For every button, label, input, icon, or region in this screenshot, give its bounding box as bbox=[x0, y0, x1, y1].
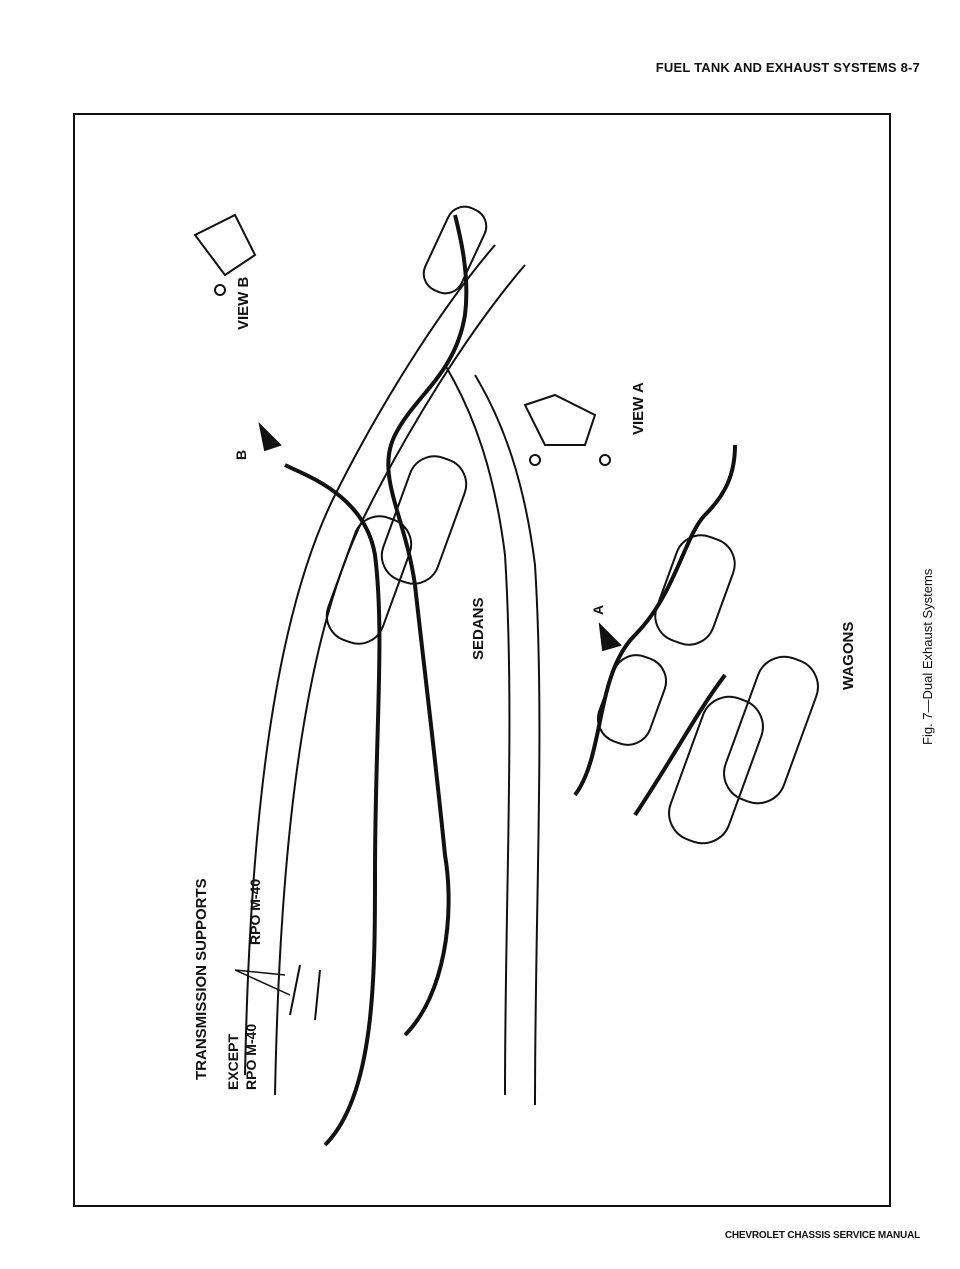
bolt bbox=[529, 454, 541, 466]
callout-b: B bbox=[233, 449, 249, 460]
exhaust-pipe bbox=[403, 584, 451, 1037]
exhaust-pipe bbox=[633, 673, 727, 817]
muffler bbox=[668, 695, 764, 845]
frame-rail bbox=[474, 374, 541, 1106]
bolt bbox=[214, 284, 226, 296]
figure-frame: VIEW B VIEW A B A SEDANS WAGONS TRANSMIS… bbox=[73, 113, 891, 1207]
except-label: EXCEPT bbox=[225, 1033, 241, 1090]
sedans-label: SEDANS bbox=[470, 597, 487, 660]
exhaust-pipe bbox=[386, 214, 469, 586]
muffler bbox=[723, 655, 819, 805]
exhaust-pipe bbox=[284, 463, 382, 1147]
pointer-arrow bbox=[258, 421, 282, 452]
transmission-supports-label: TRANSMISSION SUPPORTS bbox=[193, 878, 210, 1080]
wagons-label: WAGONS bbox=[840, 621, 857, 690]
figure-caption: Fig. 7—Dual Exhaust Systems bbox=[920, 568, 935, 745]
muffler bbox=[596, 654, 668, 746]
hanger-bracket bbox=[523, 393, 597, 446]
transmission-support bbox=[289, 964, 321, 1021]
frame-rail bbox=[244, 244, 496, 1076]
frame-rail bbox=[444, 364, 511, 1096]
hanger-bracket bbox=[193, 213, 257, 277]
muffler bbox=[380, 455, 468, 585]
bolt bbox=[599, 454, 611, 466]
page-footer: CHEVROLET CHASSIS SERVICE MANUAL bbox=[724, 1230, 920, 1241]
exhaust-system-diagram bbox=[193, 205, 819, 1147]
exhaust-pipe bbox=[573, 444, 737, 797]
muffler bbox=[325, 515, 413, 645]
view-b-label: VIEW B bbox=[235, 276, 252, 330]
rpo-m40-label: RPO M-40 bbox=[243, 1023, 259, 1090]
frame-rail bbox=[274, 264, 526, 1096]
view-a-label: VIEW A bbox=[630, 382, 647, 435]
callout-a: A bbox=[590, 604, 606, 615]
muffler bbox=[654, 534, 736, 646]
pointer-line bbox=[234, 969, 291, 996]
pointer-arrow bbox=[598, 622, 622, 652]
muffler bbox=[422, 205, 488, 295]
page-header: FUEL TANK AND EXHAUST SYSTEMS 8-7 bbox=[655, 60, 920, 75]
rpo-m40-label: RPO M-40 bbox=[247, 878, 263, 945]
